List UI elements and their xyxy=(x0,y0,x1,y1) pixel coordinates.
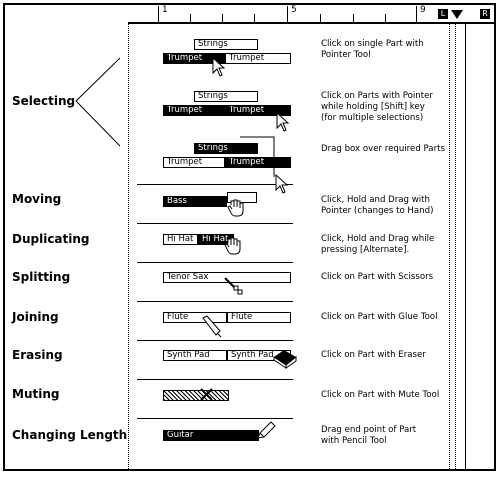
ruler-tick xyxy=(320,14,321,22)
track-list-divider xyxy=(128,22,129,469)
selecting-label: Selecting xyxy=(12,94,76,108)
moving-desc: Click, Hold and Drag with Pointer (chang… xyxy=(321,195,434,216)
duplicating-label: Duplicating xyxy=(12,232,90,246)
joining-desc: Click on Part with Glue Tool xyxy=(321,312,438,322)
left-locator-line xyxy=(449,22,450,469)
part-strings[interactable]: Strings xyxy=(194,39,258,50)
changing-length-desc: Drag end point of Part with Pencil Tool xyxy=(321,425,417,446)
ruler-tick xyxy=(222,14,223,22)
splitting-desc: Click on Part with Scissors xyxy=(321,272,434,282)
duplicating-desc: Click, Hold and Drag while pressing [Alt… xyxy=(321,234,435,255)
selecting-bracket xyxy=(75,57,121,147)
muting-label: Muting xyxy=(12,387,60,401)
row-separator xyxy=(137,262,293,263)
part-guitar-selected[interactable]: Guitar xyxy=(163,430,259,441)
row-separator xyxy=(137,418,293,419)
scissors-icon xyxy=(224,277,243,295)
erasing-desc: Click on Part with Eraser xyxy=(321,350,426,360)
row-separator xyxy=(137,223,293,224)
mute-cross-icon xyxy=(200,388,213,401)
part-tenor-sax[interactable]: Tenor Sax xyxy=(163,272,291,283)
part-trumpet-selected[interactable]: Trumpet xyxy=(225,157,291,168)
part-trumpet[interactable]: Trumpet xyxy=(163,157,225,168)
hand-icon xyxy=(224,237,241,255)
joining-label: Joining xyxy=(12,310,59,324)
hand-icon xyxy=(227,199,244,217)
ruler-tick xyxy=(385,14,386,22)
ruler-tick xyxy=(353,14,354,22)
part-hi-hat[interactable]: Hi Hat xyxy=(163,234,198,245)
selecting-desc-3: Drag box over required Parts xyxy=(321,144,445,154)
right-locator-marker[interactable]: R xyxy=(480,9,490,19)
song-position-triangle-icon[interactable] xyxy=(451,10,463,20)
ruler-tick xyxy=(190,14,191,22)
ruler-tick xyxy=(158,6,159,22)
ruler-tick xyxy=(287,6,288,22)
part-trumpet-selected[interactable]: Trumpet xyxy=(163,53,225,64)
selection-drag-box xyxy=(240,136,289,194)
part-bass-selected[interactable]: Bass xyxy=(163,196,227,207)
pointer-arrow-icon xyxy=(276,111,290,132)
part-flute[interactable]: Flute xyxy=(227,312,291,323)
bar-number-5: 5 xyxy=(291,5,297,15)
bar-number-1: 1 xyxy=(162,5,168,15)
glue-tube-icon xyxy=(202,315,222,338)
erasing-label: Erasing xyxy=(12,348,63,362)
moving-label: Moving xyxy=(12,192,62,206)
ruler-tick xyxy=(416,6,417,22)
row-separator xyxy=(137,184,293,185)
selecting-desc-1: Click on single Part with Pointer Tool xyxy=(321,39,424,60)
ruler-tick xyxy=(254,14,255,22)
part-strings-selected[interactable]: Strings xyxy=(194,143,258,154)
row-separator xyxy=(137,379,293,380)
bar-ruler[interactable]: 1 5 9 L R xyxy=(128,3,496,24)
changing-length-label: Changing Length xyxy=(12,428,128,442)
arrange-window-frame xyxy=(3,3,496,471)
selecting-desc-2: Click on Parts with Pointer while holdin… xyxy=(321,91,433,123)
right-locator-line xyxy=(465,22,466,469)
row-separator xyxy=(137,340,293,341)
part-trumpet[interactable]: Trumpet xyxy=(225,53,291,64)
row-separator xyxy=(137,301,293,302)
part-synth-pad[interactable]: Synth Pad xyxy=(163,350,227,361)
part-strings[interactable]: Strings xyxy=(194,91,258,102)
bar-number-9: 9 xyxy=(420,5,426,15)
left-locator-marker[interactable]: L xyxy=(438,9,448,19)
part-trumpet-selected[interactable]: Trumpet xyxy=(163,105,225,116)
pointer-arrow-icon xyxy=(212,56,226,77)
part-trumpet-selected[interactable]: Trumpet xyxy=(225,105,291,116)
song-position-line xyxy=(455,22,456,469)
part-muted[interactable] xyxy=(163,390,229,401)
muting-desc: Click on Part with Mute Tool xyxy=(321,390,440,400)
eraser-icon xyxy=(273,350,297,369)
pencil-icon xyxy=(257,421,276,439)
splitting-label: Splitting xyxy=(12,270,71,284)
part-flute[interactable]: Flute xyxy=(163,312,227,323)
